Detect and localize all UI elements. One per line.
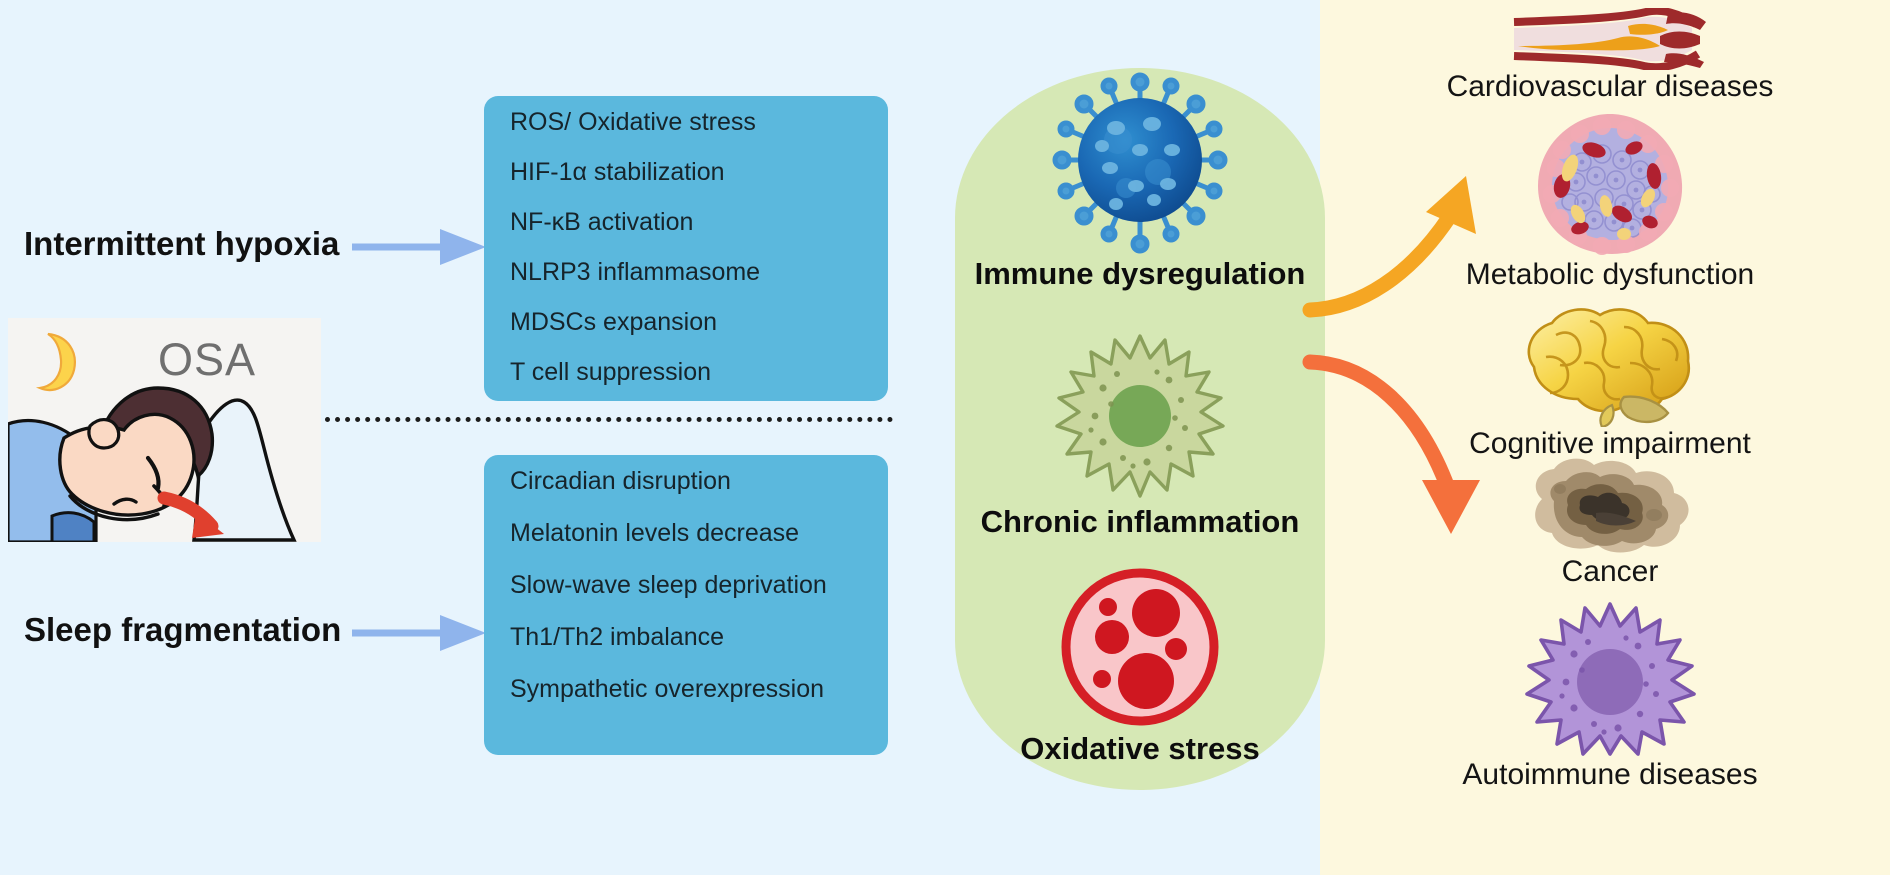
driver-label-intermittent-hypoxia: Intermittent hypoxia [24,225,340,262]
arrow-fragmentation-to-mechanisms [352,615,486,651]
lymphocyte-granules [1559,635,1659,735]
consequence-label: Cancer [1561,555,1659,588]
mechanism-item: NLRP3 inflammasome [510,258,761,286]
cerebellum [1619,395,1670,424]
mechanism-box-fragmentation: Circadian disruption Melatonin levels de… [484,455,888,755]
macrophage-nucleus [1109,385,1171,447]
brain-icon [1527,308,1691,427]
lymphocyte-nucleus [1577,649,1643,715]
mechanism-item: Melatonin levels decrease [510,519,800,547]
tumor-lesion-icon [1535,458,1689,553]
consequence-cognitive-impairment: Cognitive impairment [1400,305,1820,461]
consequence-autoimmune-diseases: Autoimmune diseases [1400,600,1820,792]
consequence-label: Cognitive impairment [1469,427,1751,460]
consequence-metabolic-dysfunction: Metabolic dysfunction [1400,110,1820,292]
mechanism-item: HIF-1α stabilization [510,158,725,186]
outcome-oxidative-stress: Oxidative stress [955,565,1325,767]
mechanism-item: Th1/Th2 imbalance [510,623,725,651]
osa-scene-icon [8,332,297,542]
ros-cell-icon [1061,568,1219,726]
outcome-label: Oxidative stress [1020,731,1260,766]
outcome-label: Chronic inflammation [980,504,1300,539]
mechanism-item: MDSCs expansion [510,308,718,336]
ros-vesicles [1093,589,1187,709]
virus-particle-icon [1052,72,1228,254]
consequence-label: Cardiovascular diseases [1446,70,1774,103]
mechanism-item: ROS/ Oxidative stress [510,108,756,136]
dotted-separator [325,417,893,422]
outcome-chronic-inflammation: Chronic inflammation [955,330,1325,540]
mechanism-item: T cell suppression [510,358,712,386]
mechanism-box-hypoxia: ROS/ Oxidative stress HIF-1α stabilizati… [484,96,888,401]
driver-label-sleep-fragmentation: Sleep fragmentation [24,611,342,648]
consequence-label: Autoimmune diseases [1462,758,1758,791]
arrow-hypoxia-to-mechanisms [352,229,486,265]
adipose-tissue-icon [1538,114,1683,255]
consequence-label: Metabolic dysfunction [1465,258,1755,291]
macrophage-granules [1088,369,1188,469]
consequence-cardiovascular-diseases: Cardiovascular diseases [1400,8,1820,104]
obstructed-airflow-arrow-icon [157,491,224,538]
macrophage-cell-icon [1055,334,1225,498]
crescent-moon-icon [35,332,76,392]
outcome-immune-dysregulation: Immune dysregulation [955,72,1325,292]
head-icon [58,386,215,522]
mechanism-item: NF-κB activation [510,208,694,236]
atherosclerotic-artery-icon [1513,8,1706,70]
lipid-droplets [1561,154,1656,240]
outcome-label: Immune dysregulation [974,256,1306,291]
osa-illustration: OSA [8,318,321,542]
brain-stem [1599,403,1615,427]
mechanism-item: Slow-wave sleep deprivation [510,571,827,599]
lymphocyte-cell-icon [1525,602,1696,756]
pillow-icon [192,398,297,542]
osa-label: OSA [158,334,257,385]
mechanism-item: Sympathetic overexpression [510,675,825,703]
blood-vessel-lumen [1553,141,1662,235]
consequence-cancer: Cancer [1400,455,1820,589]
mechanism-item: Circadian disruption [510,467,731,495]
